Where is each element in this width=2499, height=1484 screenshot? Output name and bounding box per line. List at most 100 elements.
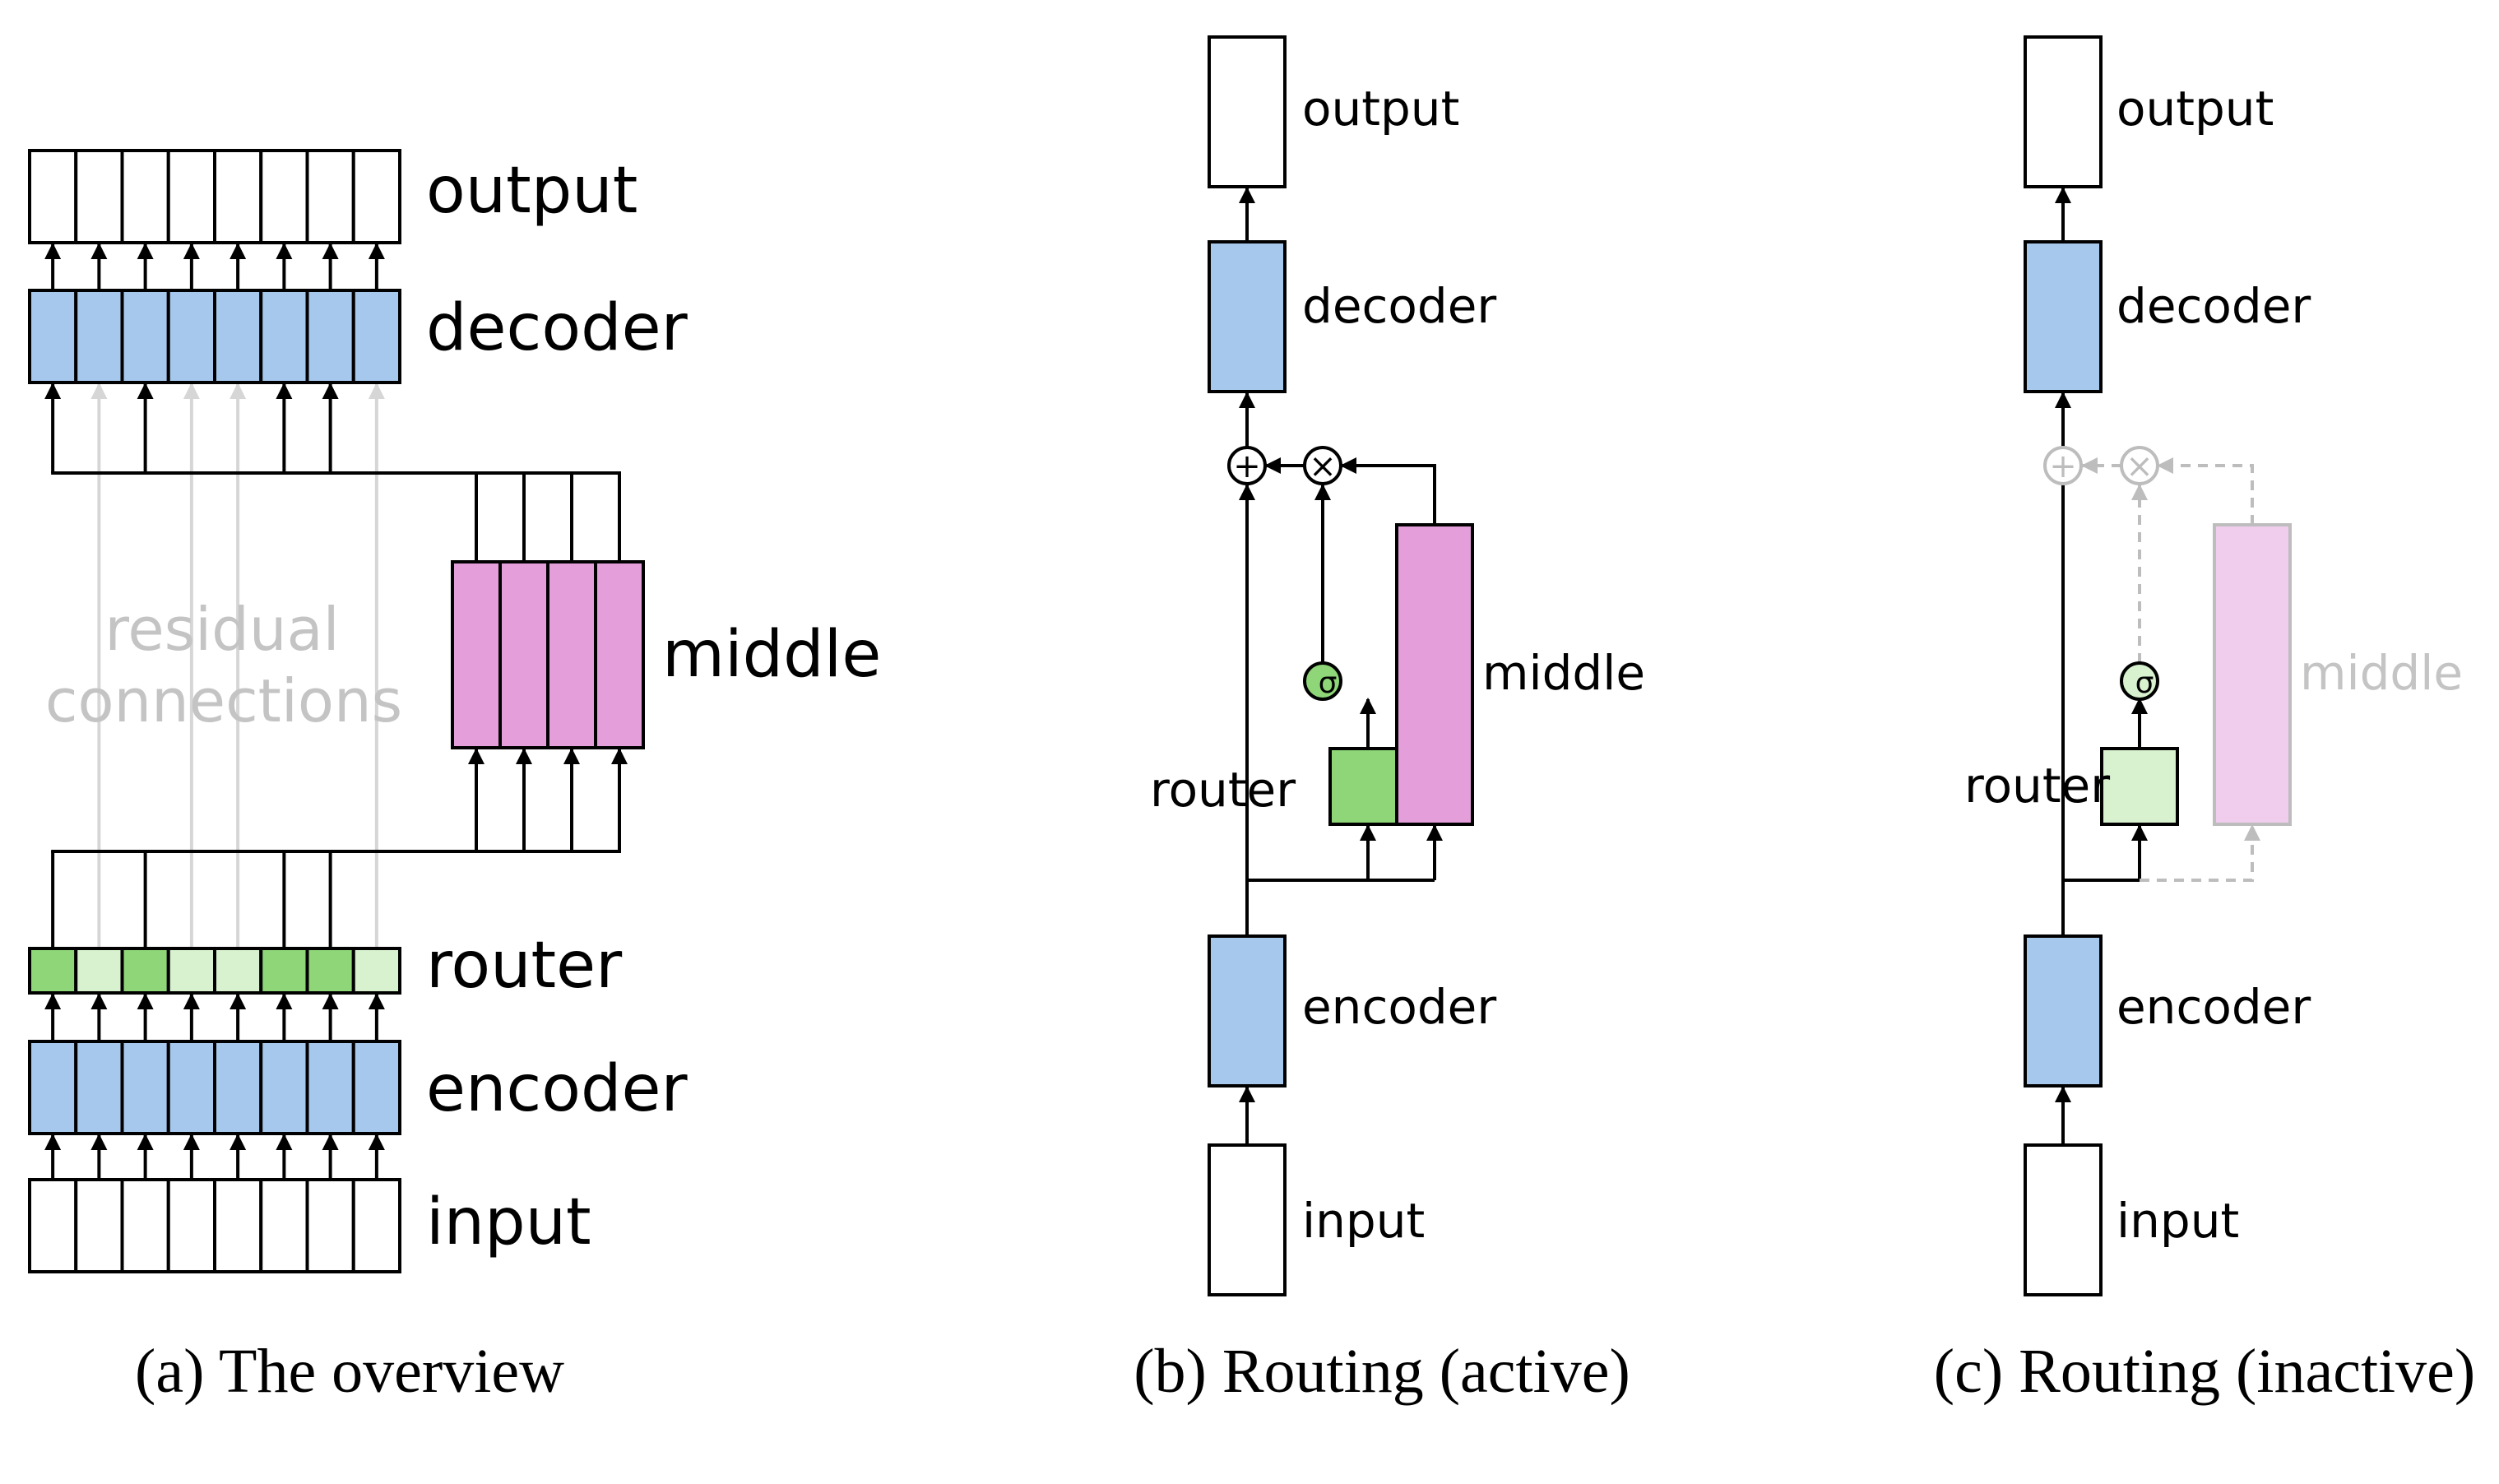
encoder-label: encoder — [426, 1052, 688, 1126]
input-token — [259, 1178, 309, 1273]
input-box — [1208, 1143, 1287, 1296]
to-middle-dashed-arrow — [2140, 824, 2260, 882]
encoder-label: encoder — [1302, 979, 1496, 1035]
encoder-token — [166, 1040, 216, 1135]
output-token — [305, 149, 355, 244]
input-token — [166, 1178, 216, 1273]
times-node-inactive — [2120, 446, 2159, 485]
encoder-row — [28, 1040, 401, 1135]
router-token — [259, 947, 309, 995]
router-token — [74, 947, 124, 995]
output-label: output — [426, 154, 638, 228]
middle-to-times-dashed-arrow — [2157, 457, 2254, 525]
decoder-label: decoder — [2116, 278, 2311, 334]
input-row — [28, 1178, 401, 1273]
input-label: input — [2116, 1193, 2239, 1249]
times-node — [1303, 446, 1342, 485]
middle-label: middle — [662, 618, 881, 692]
router-token — [120, 947, 170, 995]
encoder-token — [28, 1040, 78, 1135]
output-box — [2024, 35, 2103, 188]
middle-box — [1395, 523, 1474, 826]
decoder-box — [1208, 240, 1287, 393]
router-token — [166, 947, 216, 995]
output-box — [1208, 35, 1287, 188]
encoder-to-router — [44, 993, 385, 1041]
decoder-label: decoder — [426, 291, 688, 365]
residual-label-line1: residual — [104, 595, 339, 664]
decoder-token — [28, 289, 78, 384]
plus-node — [1227, 446, 1267, 485]
decoder-token — [166, 289, 216, 384]
input-box — [2024, 1143, 2103, 1296]
router-label: router — [426, 929, 623, 1003]
router-box — [1328, 747, 1407, 826]
middle-box-inactive — [2213, 523, 2292, 826]
input-token — [120, 1178, 170, 1273]
decoder-token — [213, 289, 263, 384]
caption-routing-inactive: (c) Routing (inactive) — [1934, 1337, 2475, 1406]
router-label: router — [1964, 758, 2110, 814]
panel-overview: residual connections output decoder midd… — [28, 149, 881, 1406]
middle-token — [594, 560, 645, 749]
times-symbol: × — [1309, 448, 1337, 485]
output-token — [28, 149, 78, 244]
input-token — [213, 1178, 263, 1273]
output-label: output — [1302, 81, 1459, 137]
input-token — [28, 1178, 78, 1273]
input-token — [305, 1178, 355, 1273]
plus-symbol: + — [2049, 448, 2077, 485]
caption-routing-active: (b) Routing (active) — [1134, 1337, 1630, 1406]
middle-token — [451, 560, 502, 749]
decoder-token — [305, 289, 355, 384]
encoder-token — [213, 1040, 263, 1135]
plus-node-inactive — [2043, 446, 2083, 485]
decoder-row — [28, 289, 401, 384]
plus-symbol: + — [1233, 448, 1261, 485]
decoder-token — [120, 289, 170, 384]
output-token — [120, 149, 170, 244]
middle-token — [498, 560, 549, 749]
token-rows — [28, 149, 401, 1273]
sigma-symbol: σ — [1319, 666, 1338, 700]
encoder-token — [351, 1040, 401, 1135]
residual-connections — [90, 383, 385, 948]
router-token — [305, 947, 355, 995]
caption-overview: (a) The overview — [135, 1337, 564, 1406]
router-token — [213, 947, 263, 995]
router-box — [2100, 747, 2179, 826]
encoder-label: encoder — [2116, 979, 2311, 1035]
input-to-encoder — [44, 1134, 385, 1180]
middle-block — [451, 560, 645, 749]
router-token — [351, 947, 401, 995]
decoder-token — [74, 289, 124, 384]
panel-routing-active: + × σ output decoder middle router encod… — [1134, 35, 1645, 1406]
input-token — [351, 1178, 401, 1273]
router-label: router — [1150, 762, 1296, 818]
output-token — [166, 149, 216, 244]
sigma-symbol: σ — [2135, 666, 2154, 700]
decoder-label: decoder — [1302, 278, 1496, 334]
encoder-token — [259, 1040, 309, 1135]
input-token — [74, 1178, 124, 1273]
encoder-token — [120, 1040, 170, 1135]
encoder-token — [74, 1040, 124, 1135]
middle-label-inactive: middle — [2300, 645, 2463, 701]
decoder-to-output — [44, 243, 385, 290]
output-token — [74, 149, 124, 244]
sigma-node — [1303, 661, 1342, 701]
middle-token — [546, 560, 597, 749]
middle-to-times-arrow — [1340, 457, 1436, 525]
input-label: input — [426, 1185, 591, 1259]
times-symbol: × — [2126, 448, 2154, 485]
output-token — [351, 149, 401, 244]
output-token — [213, 149, 263, 244]
router-token — [28, 947, 78, 995]
output-label: output — [2116, 81, 2274, 137]
encoder-box — [2024, 934, 2103, 1087]
output-token — [259, 149, 309, 244]
router-row — [28, 947, 401, 995]
residual-label-line2: connections — [45, 666, 402, 735]
sigma-node — [2120, 661, 2159, 701]
